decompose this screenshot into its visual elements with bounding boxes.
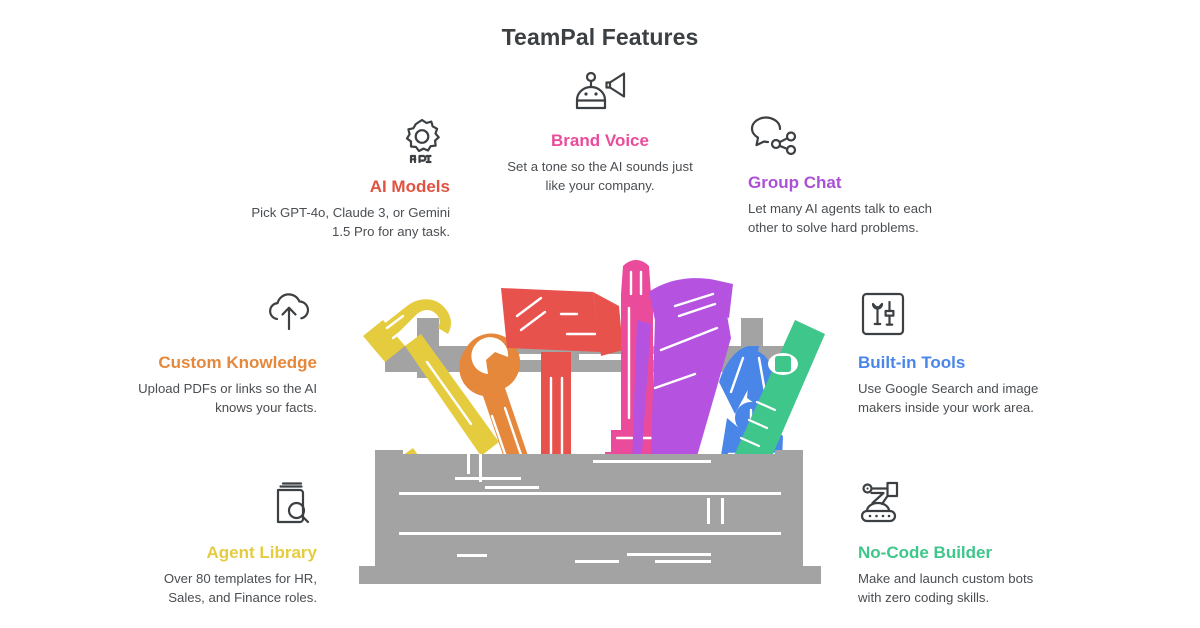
feature-title: Agent Library (206, 543, 317, 562)
gear-api-icon (235, 112, 450, 170)
saw-highlights (653, 292, 719, 390)
feature-title: AI Models (369, 177, 450, 196)
feature-description: Set a tone so the AI sounds just like yo… (507, 159, 693, 193)
feature-description: Make and launch custom bots with zero co… (858, 571, 1034, 605)
feature-ai-models: AI Models Pick GPT-4o, Claude 3, or Gemi… (235, 112, 450, 241)
page-title: TeamPal Features (501, 24, 699, 50)
book-search-icon (130, 478, 317, 536)
robot-megaphone-icon (505, 66, 695, 124)
feature-group-chat: Group Chat Let many AI agents talk to ea… (748, 108, 933, 237)
feature-builtin-tools: Built-in Tools Use Google Search and ima… (858, 288, 1048, 417)
feature-agent-library: Agent Library Over 80 templates for HR, … (130, 478, 317, 607)
feature-description: Upload PDFs or links so the AI knows you… (138, 381, 317, 415)
feature-title: Group Chat (748, 173, 842, 192)
feature-description: Over 80 templates for HR, Sales, and Fin… (163, 571, 317, 605)
feature-title: Built-in Tools (858, 353, 966, 372)
feature-brand-voice: Brand Voice Set a tone so the AI sounds … (505, 66, 695, 195)
feature-title: No-Code Builder (858, 543, 993, 562)
feature-description: Pick GPT-4o, Claude 3, or Gemini 1.5 Pro… (251, 205, 450, 239)
toolbox-wrench-screwdriver-icon (858, 288, 1048, 346)
feature-nocode-builder: No-Code Builder Make and launch custom b… (858, 478, 1048, 607)
feature-custom-knowledge: Custom Knowledge Upload PDFs or links so… (120, 288, 317, 417)
robot-arm-conveyor-icon (858, 478, 1048, 536)
cloud-upload-icon (120, 288, 317, 346)
feature-description: Use Google Search and image makers insid… (858, 381, 1039, 415)
toolbox-with-tools-illustration (355, 258, 825, 606)
chat-bubble-share-icon (748, 108, 933, 166)
toolbox-body (359, 450, 821, 584)
feature-title: Custom Knowledge (158, 353, 317, 372)
feature-description: Let many AI agents talk to each other to… (748, 201, 933, 235)
feature-title: Brand Voice (551, 131, 649, 150)
